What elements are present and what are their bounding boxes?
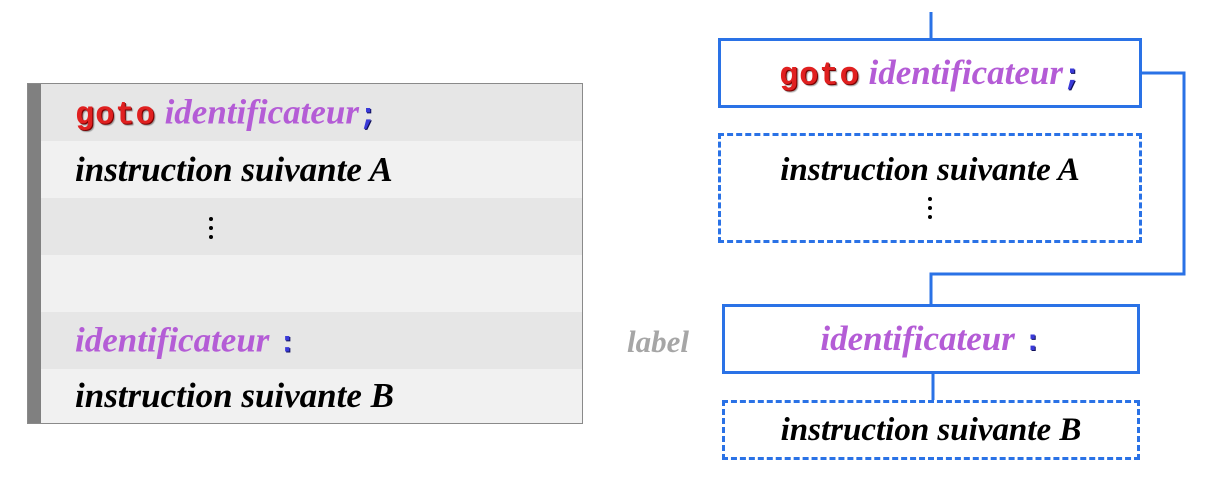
goto-box: goto identificateur; <box>718 38 1142 108</box>
instruction-a-box-text: instruction suivante A <box>780 152 1080 188</box>
label-box-colon: : <box>1023 325 1042 360</box>
label-box-identifier: identificateur <box>820 318 1015 358</box>
instruction-a-text: instruction suivante A <box>75 149 393 189</box>
vertical-ellipsis-icon <box>209 217 213 244</box>
instruction-b-text: instruction suivante B <box>75 376 394 415</box>
code-panel-gutter <box>28 84 41 423</box>
goto-box-identifier: identificateur <box>868 52 1063 92</box>
code-panel: goto identificateur; instruction suivant… <box>27 83 583 424</box>
code-row-label: identificateur : <box>41 312 582 369</box>
code-row-goto: goto identificateur; <box>41 84 582 141</box>
instruction-a-box-ellipsis-icon <box>928 197 932 224</box>
colon: : <box>278 327 297 361</box>
instruction-b-box: instruction suivante B <box>722 400 1140 460</box>
label-caption: label <box>627 324 689 359</box>
code-row-instruction-a: instruction suivante A <box>41 141 582 198</box>
code-row-instruction-b: instruction suivante B <box>41 369 582 423</box>
semicolon: ; <box>359 99 378 133</box>
code-row-blank <box>41 255 582 312</box>
label-identifier: identificateur <box>75 320 270 359</box>
instruction-b-box-text: instruction suivante B <box>780 411 1082 448</box>
goto-box-keyword: goto <box>778 56 860 94</box>
code-row-ellipsis <box>41 198 582 255</box>
goto-identifier: identificateur <box>164 92 359 131</box>
instruction-a-box: instruction suivante A <box>718 133 1142 243</box>
goto-box-semicolon: ; <box>1062 59 1081 94</box>
jump-arrow-line <box>929 71 1186 305</box>
goto-keyword: goto <box>75 96 156 133</box>
label-box: identificateur : <box>722 304 1140 374</box>
